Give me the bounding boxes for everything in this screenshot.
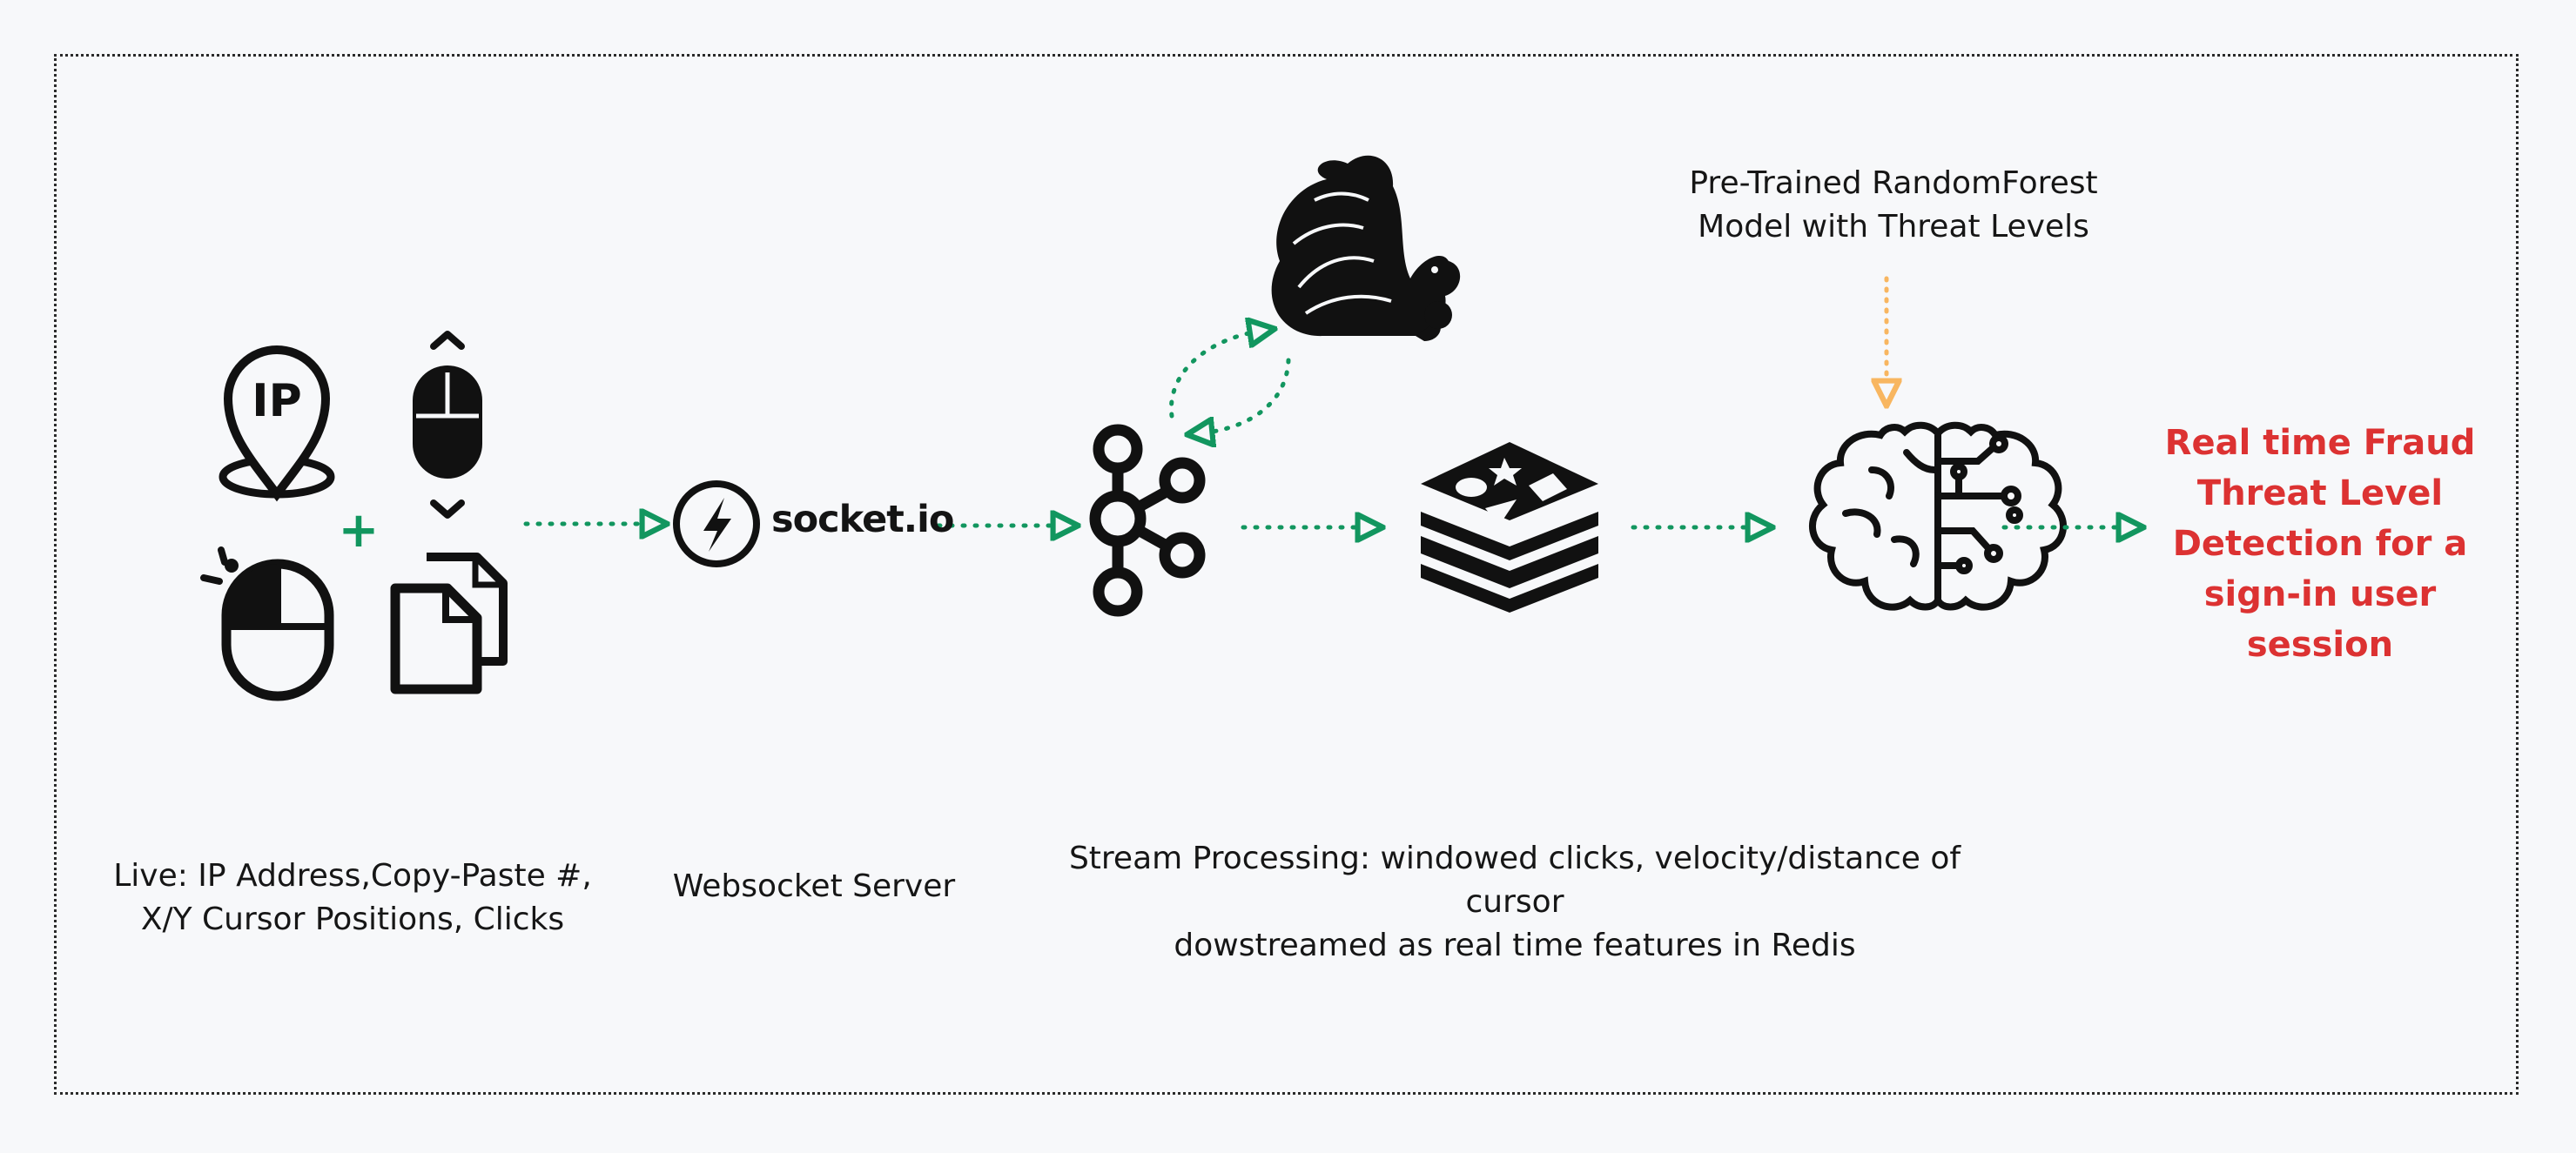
copy-paste-icon	[390, 553, 508, 694]
stream-processing-caption: Stream Processing: windowed clicks, velo…	[1068, 841, 1961, 963]
kafka-logo	[1089, 424, 1206, 617]
flow-arrows	[523, 331, 2131, 527]
diagram-border	[54, 54, 2519, 1095]
squirrel-logo	[1271, 155, 1461, 341]
ip-icon-label: IP	[252, 375, 301, 427]
websocket-caption: Websocket Server	[672, 868, 956, 904]
redis-logo	[1421, 442, 1598, 613]
socketio-logo	[673, 480, 760, 567]
inputs-caption: Live: IP Address,Copy-Paste #, X/Y Curso…	[113, 858, 592, 937]
arrow-squirrel-to-kafka	[1200, 358, 1291, 433]
ip-location-icon: IP	[219, 345, 335, 502]
socketio-wordmark: socket.io	[771, 498, 954, 541]
mouse-scroll-icon	[413, 331, 482, 519]
model-caption: Pre-Trained RandomForest Model with Thre…	[1689, 165, 2098, 245]
plus-sign: +	[339, 502, 380, 559]
result-caption: Real time Fraud Threat Level Detection f…	[2164, 423, 2476, 665]
mouse-click-icon	[200, 546, 334, 701]
arrow-kafka-to-squirrel	[1168, 331, 1262, 419]
brain-model-icon	[1808, 421, 2068, 611]
